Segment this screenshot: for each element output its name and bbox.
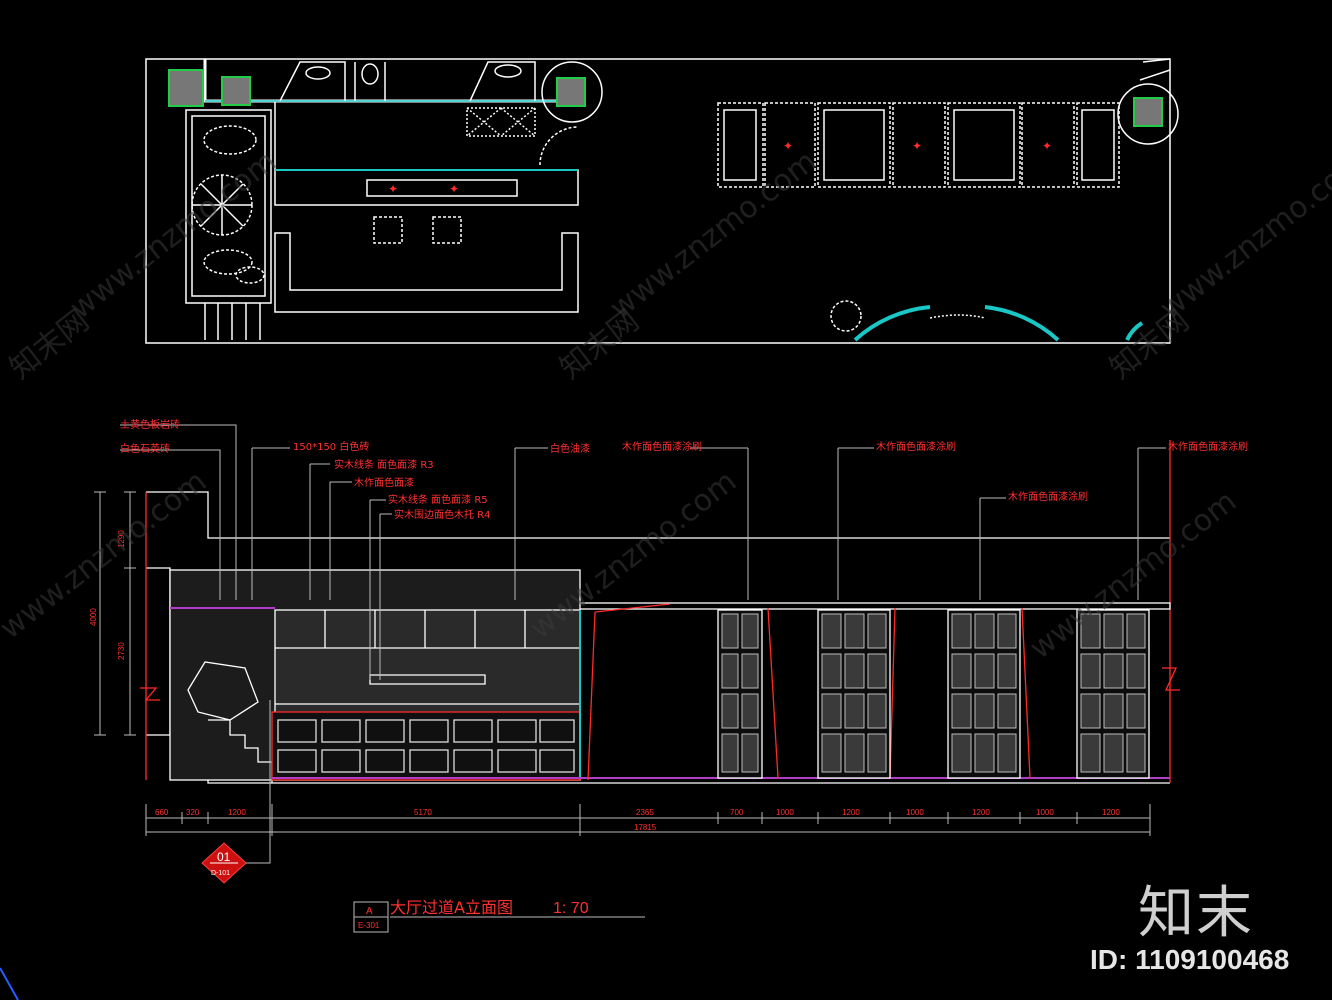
annotation-label: 木作面色面漆涂刷: [622, 440, 702, 453]
horizontal-dim-label: 320: [186, 808, 200, 817]
vertical-dimensions: 1290 4000 2730: [89, 491, 136, 736]
floor-plan: [145, 58, 1179, 344]
image-id-label: ID: 1109100468: [1090, 944, 1290, 975]
detail-tag: 01 D-101: [201, 700, 271, 884]
column-markers: [168, 69, 1163, 127]
annotation-label: 木作面色面漆涂刷: [876, 440, 956, 453]
horizontal-dim-label: 700: [730, 808, 744, 817]
annotation-label: 土黄色板岩砖: [120, 418, 180, 431]
watermark: www.znzmo.com: [523, 464, 743, 646]
horizontal-dimensions: 660 320 1200 5170 2365 700 1000 1200 100…: [145, 804, 1151, 836]
horizontal-dim-label: 1200: [972, 808, 990, 817]
total-dim-label: 17815: [634, 823, 657, 832]
annotation-label: 150*150 白色砖: [293, 440, 369, 453]
annotation-label: 木作面色面漆涂刷: [1168, 440, 1248, 453]
horizontal-dim-label: 1200: [228, 808, 246, 817]
svg-text:✦: ✦: [783, 139, 793, 153]
plan-red-markers: ✦ ✦ ✦ ✦ ✦: [388, 139, 1052, 196]
annotation-label: 木作面色面漆: [354, 476, 414, 489]
watermark: www.znzmo.com: [1153, 144, 1332, 326]
leader-lines: [120, 424, 1166, 680]
annotation-label: 实木围边面色木托 R4: [394, 508, 491, 521]
annotation-label: 实木线条 面色面漆 R3: [334, 458, 434, 471]
screen-panel-grids: [721, 613, 1146, 773]
annotation-labels: 土黄色板岩砖 白色石英砖 150*150 白色砖 实木线条 面色面漆 R3 木作…: [120, 418, 1248, 521]
detail-tag-number: 01: [217, 850, 231, 864]
watermark-cn: 知末网: [553, 303, 645, 386]
detail-tag-ref: D-101: [211, 870, 230, 877]
elevation: [140, 440, 1180, 784]
horizontal-dim-label: 1200: [1102, 808, 1120, 817]
horizontal-dim-label: 5170: [414, 808, 432, 817]
brand-logo: 知末: [1138, 881, 1254, 946]
annotation-label: 白色石英砖: [120, 442, 170, 455]
drawing-title-block: A E-301 大厅过道A立面图 1: 70: [353, 898, 645, 933]
horizontal-dim-label: 1000: [1036, 808, 1054, 817]
horizontal-dim-label: 1000: [906, 808, 924, 817]
horizontal-dim-label: 1200: [842, 808, 860, 817]
horizontal-dim-label: 660: [155, 808, 169, 817]
annotation-label: 木作面色面漆涂刷: [1008, 490, 1088, 503]
svg-text:✦: ✦: [388, 182, 398, 196]
drawing-title: 大厅过道A立面图: [390, 898, 513, 917]
svg-text:✦: ✦: [912, 139, 922, 153]
watermark: www.znzmo.com: [603, 144, 823, 326]
watermark-cn: 知末网: [1103, 303, 1195, 386]
svg-text:✦: ✦: [449, 182, 459, 196]
annotation-label: 实木线条 面色面漆 R5: [388, 493, 488, 506]
vertical-dim-label: 1290: [117, 530, 126, 548]
vertical-dim-label: 2730: [117, 642, 126, 660]
section-tag-letter: A: [366, 906, 373, 917]
horizontal-dim-label: 1000: [776, 808, 794, 817]
svg-text:✦: ✦: [1042, 139, 1052, 153]
watermark-cn: 知末网: [3, 303, 95, 386]
watermark: www.znzmo.com: [63, 144, 283, 326]
section-tag-ref: E-301: [358, 921, 380, 930]
vertical-dim-label: 4000: [89, 608, 98, 626]
drawing-scale: 1: 70: [553, 900, 589, 917]
annotation-label: 白色油漆: [550, 442, 590, 455]
horizontal-dim-label: 2365: [636, 808, 654, 817]
